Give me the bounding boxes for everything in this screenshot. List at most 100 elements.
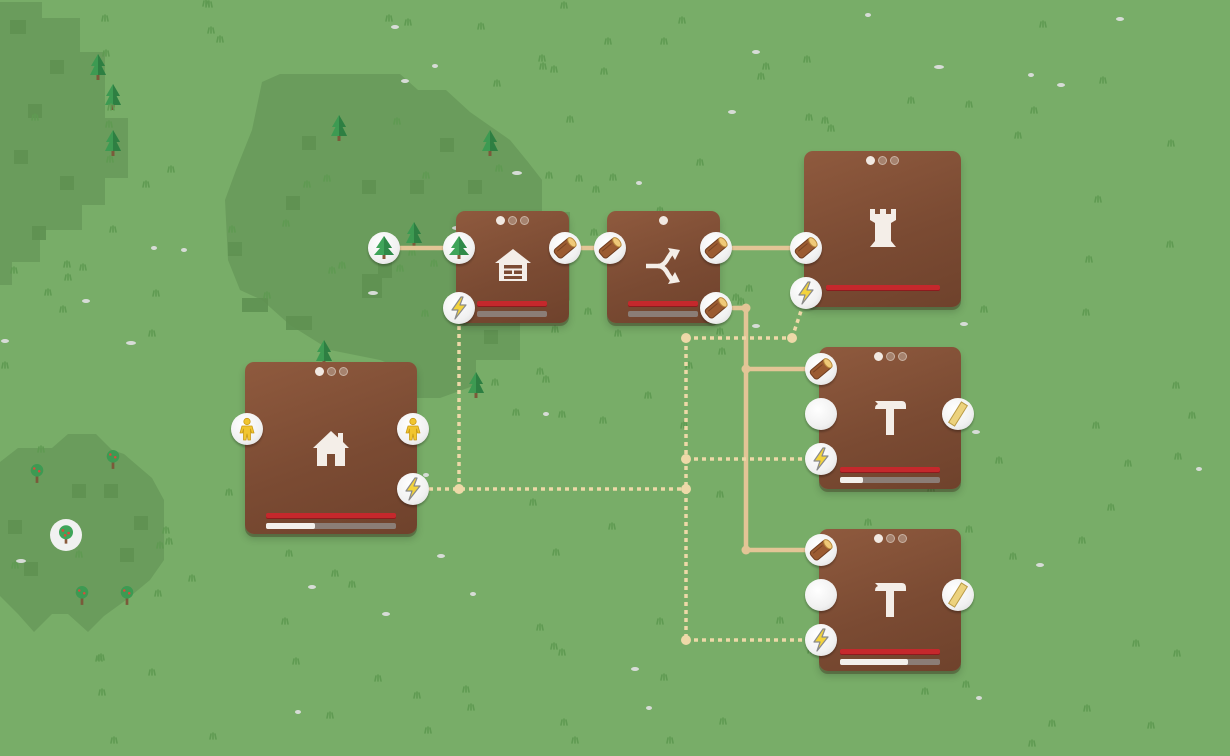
grass-tuft bbox=[292, 657, 300, 665]
log-input-port[interactable] bbox=[805, 353, 837, 385]
pebble bbox=[1196, 467, 1202, 471]
grass-tuft bbox=[205, 0, 213, 8]
worker-input-port[interactable] bbox=[231, 413, 263, 445]
grass-tuft bbox=[732, 293, 740, 301]
plank-output-port[interactable] bbox=[942, 398, 974, 430]
pebble bbox=[976, 696, 982, 700]
grass-tuft bbox=[552, 548, 560, 556]
grass-tuft bbox=[422, 171, 430, 179]
pebble bbox=[391, 25, 399, 29]
hammer-icon bbox=[875, 583, 906, 617]
grass-tuft bbox=[263, 291, 271, 299]
grass-tuft bbox=[326, 711, 334, 719]
worker-icon bbox=[397, 413, 429, 445]
pebble bbox=[934, 65, 944, 69]
grass-tuft bbox=[678, 16, 686, 24]
health-bar bbox=[266, 513, 396, 519]
log-input-port[interactable] bbox=[805, 534, 837, 566]
log-icon bbox=[700, 232, 732, 264]
progress-bar bbox=[840, 659, 940, 665]
grass-tuft bbox=[109, 225, 117, 233]
log-icon bbox=[700, 292, 732, 324]
grass-tuft bbox=[1, 361, 9, 369]
grass-tuft bbox=[995, 456, 1003, 464]
pebble bbox=[1036, 563, 1044, 567]
grass-tuft bbox=[31, 113, 39, 121]
workshop-card-1[interactable] bbox=[819, 347, 961, 489]
grass-tuft bbox=[209, 732, 217, 740]
lumber-camp-card[interactable] bbox=[456, 211, 569, 323]
card-page-dots bbox=[456, 216, 569, 225]
grass-tuft bbox=[188, 574, 196, 582]
grass-tuft bbox=[1173, 649, 1181, 657]
worker-output-port[interactable] bbox=[397, 413, 429, 445]
grass-tuft bbox=[167, 165, 175, 173]
grass-tuft bbox=[599, 416, 607, 424]
grass-tuft bbox=[604, 37, 612, 45]
grass-tuft bbox=[1092, 421, 1100, 429]
grass-tuft bbox=[560, 718, 568, 726]
grass-tuft bbox=[965, 100, 973, 108]
grass-tuft bbox=[430, 259, 438, 267]
pebble bbox=[512, 171, 522, 175]
pebble bbox=[308, 585, 316, 589]
log-input-port[interactable] bbox=[594, 232, 626, 264]
pebble bbox=[960, 322, 968, 326]
grass-tuft bbox=[477, 22, 485, 30]
grass-tuft bbox=[75, 550, 83, 558]
lightning-icon bbox=[805, 443, 837, 475]
grass-tuft bbox=[331, 569, 339, 577]
grass-tuft bbox=[529, 498, 537, 506]
pebbles bbox=[1, 13, 1202, 714]
grass-tuft bbox=[965, 525, 973, 533]
pebble bbox=[865, 13, 871, 17]
grass-tuft bbox=[608, 522, 616, 530]
log-input-port[interactable] bbox=[790, 232, 822, 264]
grass-tuft bbox=[757, 72, 765, 80]
grass-tuft bbox=[142, 180, 150, 188]
pebble bbox=[1, 339, 9, 343]
workshop-card-2[interactable] bbox=[819, 529, 961, 671]
house-card[interactable] bbox=[245, 362, 417, 534]
log-output-port[interactable] bbox=[549, 232, 581, 264]
log-icon bbox=[790, 232, 822, 264]
grass-tuft bbox=[745, 284, 753, 292]
grass-tuft bbox=[536, 623, 544, 631]
grass-tuft bbox=[228, 225, 236, 233]
tree-output-port[interactable] bbox=[368, 232, 400, 264]
forest-area-dark-patches bbox=[8, 20, 498, 576]
health-bar bbox=[840, 649, 940, 655]
power-input-port[interactable] bbox=[805, 443, 837, 475]
pebble bbox=[423, 473, 429, 477]
grass-tuft bbox=[59, 305, 67, 313]
log-icon bbox=[805, 534, 837, 566]
power-input-port[interactable] bbox=[443, 292, 475, 324]
card-page-dots bbox=[607, 216, 720, 225]
grass-tuft bbox=[538, 54, 546, 62]
empty-slot[interactable] bbox=[805, 579, 837, 611]
grass-tuft bbox=[1107, 503, 1115, 511]
tree-input-port[interactable] bbox=[443, 232, 475, 264]
log-output-port[interactable] bbox=[700, 292, 732, 324]
health-bar bbox=[628, 301, 698, 307]
power-input-port[interactable] bbox=[805, 624, 837, 656]
fruit-tree-resource[interactable] bbox=[50, 519, 82, 551]
grass-tufts bbox=[1, 0, 1196, 747]
pebble bbox=[295, 710, 301, 714]
power-output-port[interactable] bbox=[397, 473, 429, 505]
grass-tuft bbox=[762, 62, 770, 70]
grass-tuft bbox=[102, 49, 110, 57]
plank-output-port[interactable] bbox=[942, 579, 974, 611]
tower-card[interactable] bbox=[804, 151, 961, 307]
power-input-port[interactable] bbox=[790, 277, 822, 309]
grass-tuft bbox=[63, 260, 71, 268]
worker-icon bbox=[231, 413, 263, 445]
empty-slot[interactable] bbox=[805, 398, 837, 430]
log-output-port[interactable] bbox=[700, 232, 732, 264]
grass-tuft bbox=[393, 117, 401, 125]
splitter-arrows-icon bbox=[645, 248, 680, 284]
grass-tuft bbox=[37, 445, 45, 453]
grass-tuft bbox=[716, 327, 724, 335]
grass-tuft bbox=[282, 219, 290, 227]
grass-tuft bbox=[1172, 381, 1180, 389]
